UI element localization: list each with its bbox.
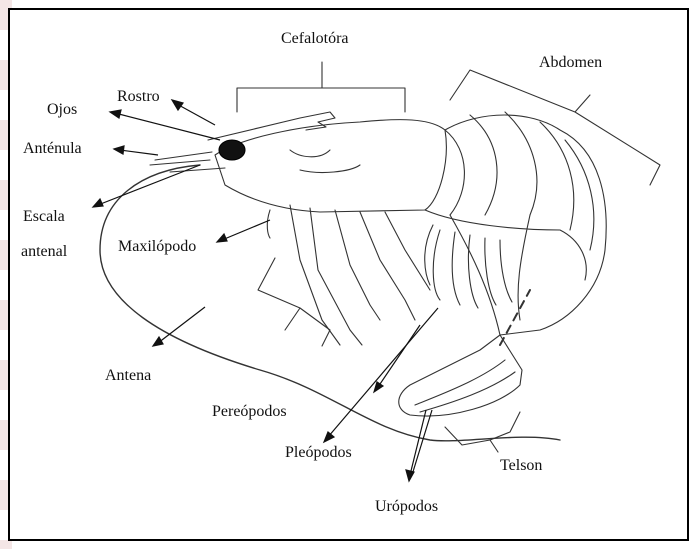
pleopods-drawing bbox=[425, 225, 512, 308]
cefalotora-bracket bbox=[237, 62, 405, 112]
pereopods-drawing bbox=[267, 205, 430, 345]
label-antenula: Anténula bbox=[23, 140, 82, 158]
abdomen-drawing bbox=[445, 115, 606, 335]
label-escala-line1: Escala bbox=[23, 208, 65, 226]
label-pereopodos: Pereópodos bbox=[212, 403, 287, 421]
telson-bracket bbox=[445, 412, 520, 452]
antennule-drawing bbox=[150, 152, 225, 172]
label-pleopodos: Pleópodos bbox=[285, 444, 352, 462]
label-escala-line2: antenal bbox=[21, 243, 67, 261]
label-telson: Telson bbox=[500, 457, 542, 475]
label-cefalotora: Cefalotóra bbox=[281, 30, 349, 48]
label-uropodos: Urópodos bbox=[375, 498, 438, 516]
label-rostro: Rostro bbox=[117, 88, 160, 106]
label-antena: Antena bbox=[105, 367, 151, 385]
carapace-drawing bbox=[215, 120, 446, 212]
label-ojos: Ojos bbox=[47, 101, 77, 119]
label-abdomen: Abdomen bbox=[539, 54, 602, 72]
eye-drawing bbox=[219, 140, 245, 160]
label-maxilopodo: Maxilópodo bbox=[118, 238, 196, 256]
